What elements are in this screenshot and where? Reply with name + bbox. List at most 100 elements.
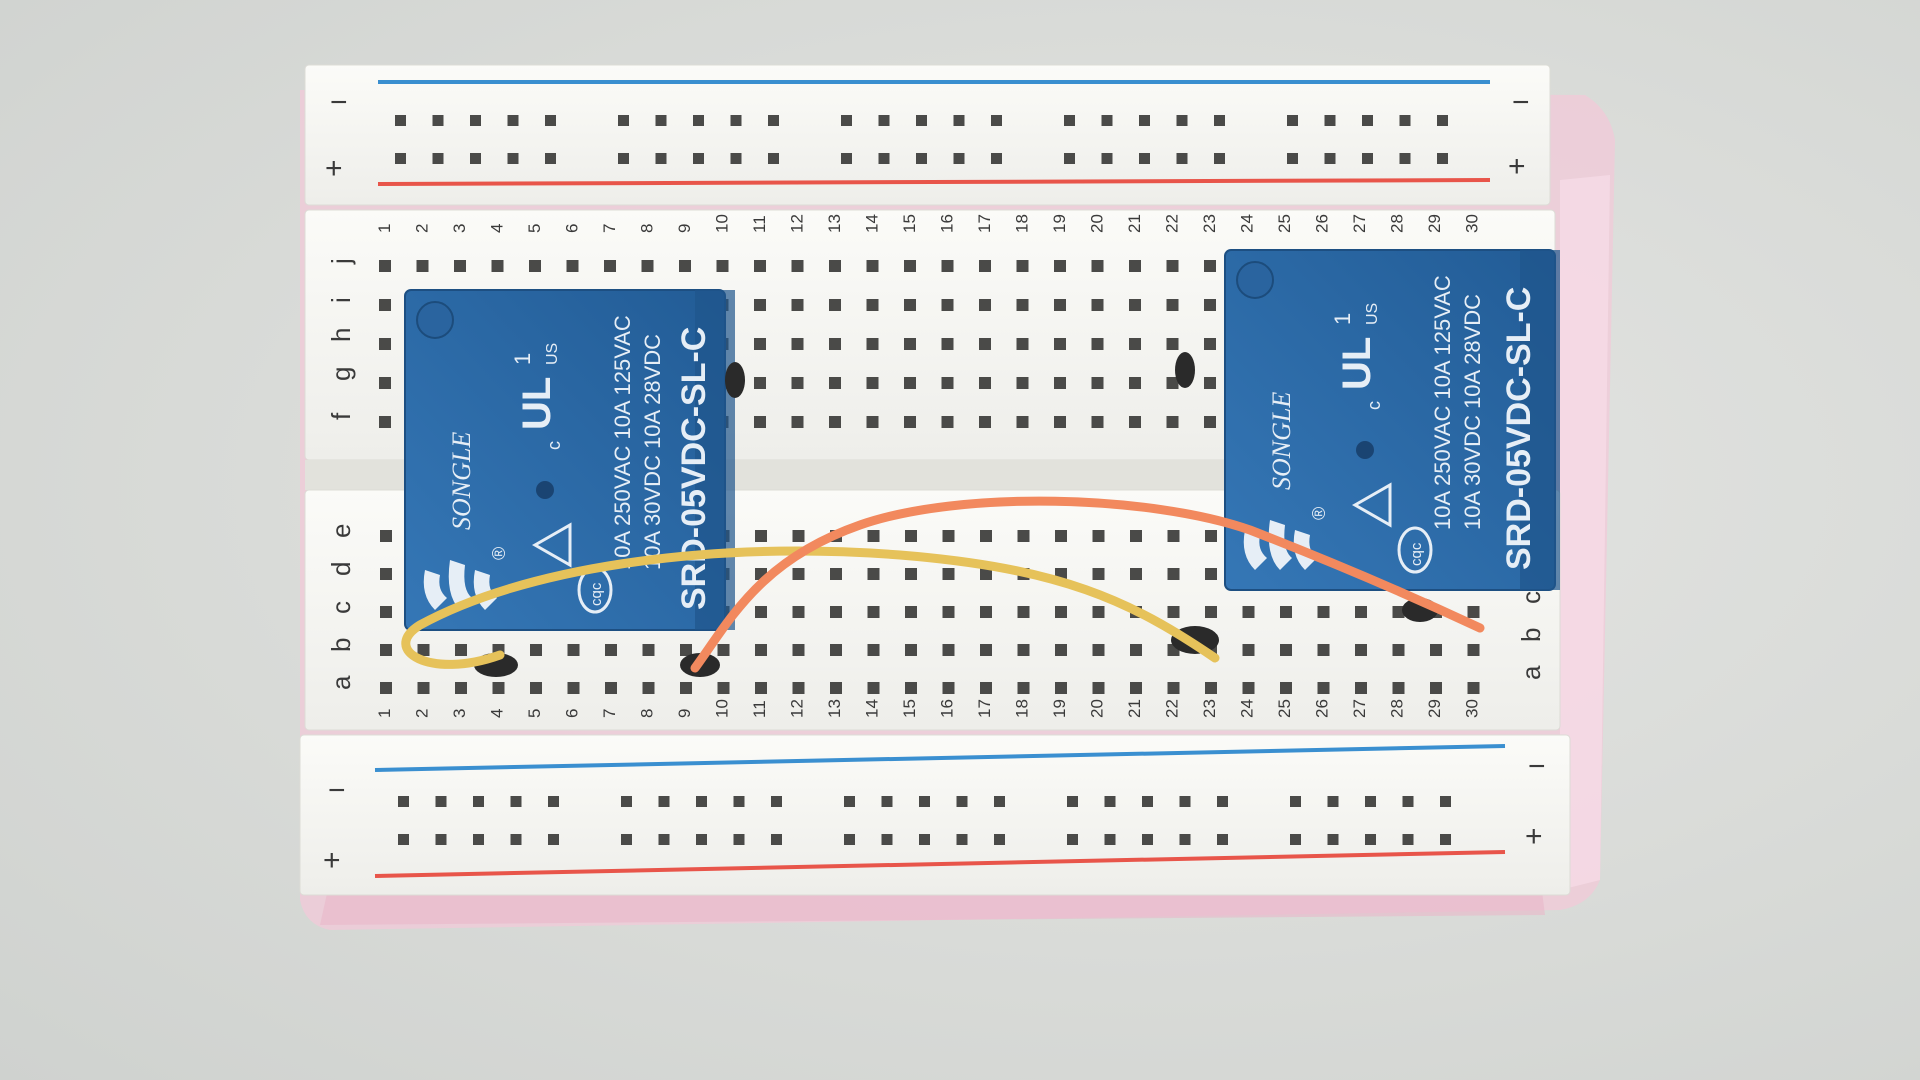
breadboard-hole[interactable] (1392, 682, 1405, 694)
breadboard-hole[interactable] (454, 260, 466, 272)
breadboard-hole[interactable] (655, 153, 667, 164)
breadboard-hole[interactable] (379, 299, 391, 311)
breadboard-hole[interactable] (658, 796, 670, 807)
breadboard-hole[interactable] (754, 377, 766, 389)
breadboard-hole[interactable] (904, 299, 916, 311)
breadboard-hole[interactable] (1101, 153, 1113, 164)
breadboard-hole[interactable] (1139, 153, 1150, 164)
breadboard-hole[interactable] (1017, 606, 1030, 618)
breadboard-hole[interactable] (1179, 796, 1191, 807)
breadboard-hole[interactable] (1179, 834, 1191, 845)
breadboard-hole[interactable] (1214, 153, 1225, 164)
breadboard-hole[interactable] (829, 416, 841, 428)
breadboard-hole[interactable] (1365, 834, 1376, 845)
breadboard-hole[interactable] (956, 834, 968, 845)
breadboard-hole[interactable] (1204, 299, 1216, 311)
breadboard-hole[interactable] (881, 834, 893, 845)
breadboard-hole[interactable] (979, 416, 991, 428)
breadboard-hole[interactable] (941, 338, 954, 350)
breadboard-hole[interactable] (791, 377, 804, 389)
breadboard-hole[interactable] (994, 834, 1005, 845)
breadboard-hole[interactable] (696, 796, 707, 807)
breadboard-hole[interactable] (618, 115, 629, 126)
breadboard-hole[interactable] (395, 153, 406, 164)
breadboard-hole[interactable] (980, 568, 992, 580)
breadboard-hole[interactable] (530, 644, 542, 656)
breadboard-hole[interactable] (1055, 530, 1067, 542)
breadboard-hole[interactable] (829, 377, 841, 389)
breadboard-hole[interactable] (866, 299, 879, 311)
breadboard-hole[interactable] (792, 682, 805, 694)
breadboard-hole[interactable] (1130, 530, 1142, 542)
breadboard-hole[interactable] (1205, 682, 1217, 694)
breadboard-hole[interactable] (1017, 644, 1030, 656)
breadboard-hole[interactable] (1327, 796, 1339, 807)
breadboard-hole[interactable] (507, 115, 519, 126)
breadboard-hole[interactable] (1092, 606, 1105, 618)
breadboard-hole[interactable] (733, 796, 745, 807)
breadboard-hole[interactable] (771, 834, 782, 845)
breadboard-hole[interactable] (1091, 299, 1104, 311)
breadboard-hole[interactable] (1016, 338, 1029, 350)
breadboard-hole[interactable] (768, 153, 779, 164)
breadboard-hole[interactable] (455, 644, 467, 656)
breadboard-hole[interactable] (693, 115, 704, 126)
breadboard-hole[interactable] (1402, 834, 1414, 845)
breadboard-hole[interactable] (1204, 260, 1216, 272)
breadboard-hole[interactable] (417, 682, 430, 694)
breadboard-hole[interactable] (567, 682, 580, 694)
breadboard-hole[interactable] (693, 153, 704, 164)
breadboard-hole[interactable] (755, 606, 767, 618)
breadboard-hole[interactable] (1365, 796, 1376, 807)
breadboard-hole[interactable] (979, 377, 991, 389)
breadboard-hole[interactable] (905, 606, 917, 618)
breadboard-hole[interactable] (1430, 644, 1442, 656)
breadboard-hole[interactable] (730, 153, 742, 164)
breadboard-hole[interactable] (1130, 644, 1142, 656)
breadboard-hole[interactable] (432, 115, 444, 126)
breadboard-hole[interactable] (1166, 260, 1179, 272)
breadboard-hole[interactable] (1091, 416, 1104, 428)
breadboard-hole[interactable] (1392, 644, 1405, 656)
breadboard-hole[interactable] (658, 834, 670, 845)
breadboard-hole[interactable] (1129, 377, 1141, 389)
breadboard-hole[interactable] (1104, 796, 1116, 807)
breadboard-hole[interactable] (844, 834, 855, 845)
breadboard-hole[interactable] (1101, 115, 1113, 126)
breadboard-hole[interactable] (432, 153, 444, 164)
breadboard-hole[interactable] (919, 834, 930, 845)
breadboard-hole[interactable] (1317, 644, 1330, 656)
breadboard-hole[interactable] (768, 115, 779, 126)
breadboard-hole[interactable] (379, 416, 391, 428)
breadboard-hole[interactable] (717, 644, 730, 656)
breadboard-hole[interactable] (379, 377, 391, 389)
breadboard-hole[interactable] (771, 796, 782, 807)
breadboard-hole[interactable] (567, 644, 580, 656)
breadboard-hole[interactable] (953, 115, 965, 126)
breadboard-hole[interactable] (473, 796, 484, 807)
breadboard-hole[interactable] (1142, 834, 1153, 845)
breadboard-hole[interactable] (1139, 115, 1150, 126)
breadboard-hole[interactable] (1166, 377, 1179, 389)
breadboard-hole[interactable] (1214, 115, 1225, 126)
breadboard-hole[interactable] (904, 416, 916, 428)
breadboard-hole[interactable] (1290, 834, 1301, 845)
breadboard-hole[interactable] (545, 115, 556, 126)
breadboard-hole[interactable] (529, 260, 541, 272)
breadboard-hole[interactable] (1324, 115, 1336, 126)
breadboard-hole[interactable] (510, 834, 522, 845)
breadboard-hole[interactable] (733, 834, 745, 845)
breadboard-hole[interactable] (867, 568, 880, 580)
breadboard-hole[interactable] (791, 338, 804, 350)
breadboard-hole[interactable] (942, 682, 955, 694)
breadboard-hole[interactable] (953, 153, 965, 164)
breadboard-hole[interactable] (548, 834, 559, 845)
breadboard-hole[interactable] (878, 153, 890, 164)
breadboard-hole[interactable] (470, 153, 481, 164)
breadboard-hole[interactable] (1167, 530, 1180, 542)
breadboard-hole[interactable] (1440, 834, 1451, 845)
breadboard-hole[interactable] (655, 115, 667, 126)
breadboard-hole[interactable] (696, 834, 707, 845)
breadboard-hole[interactable] (507, 153, 519, 164)
breadboard-hole[interactable] (866, 377, 879, 389)
